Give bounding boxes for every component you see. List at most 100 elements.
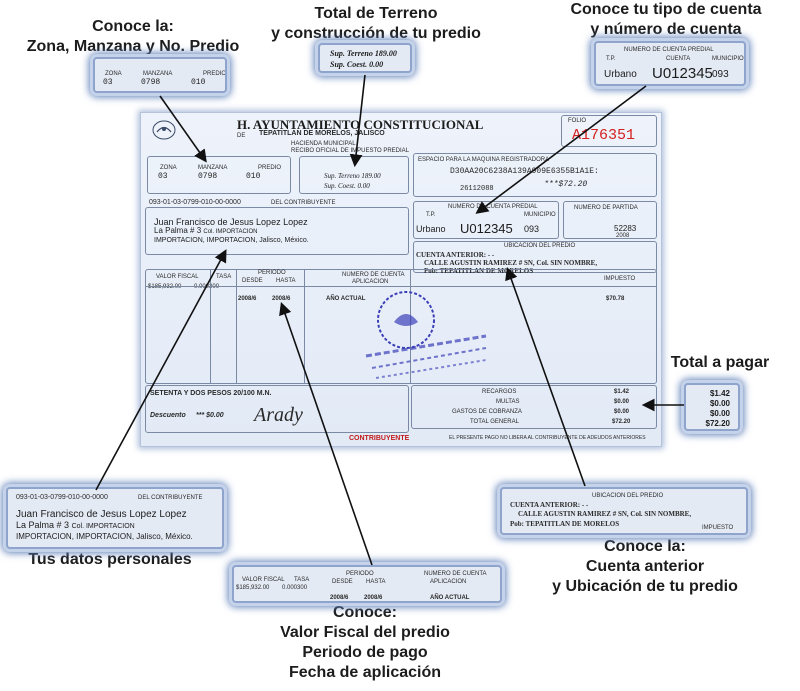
desde-value-r: 2008/6 — [238, 296, 257, 302]
contrib-label: DEL CONTRIBUYENTE — [138, 495, 203, 501]
valor-fiscal-r: $185,932.00 — [148, 284, 182, 290]
sup-const-r: Sup. Coest. 0.00 — [324, 182, 370, 190]
desde-label: DESDE — [332, 579, 353, 585]
vf-label-r: VALOR FISCAL — [156, 274, 199, 280]
impuesto-label-r: IMPUESTO — [604, 276, 636, 282]
municipio-label: MUNICIPIO — [712, 56, 744, 62]
cuenta-anterior-r: CUENTA ANTERIOR: - - — [416, 251, 495, 259]
zona-label-r: ZONA — [160, 165, 177, 171]
folio-label: FOLIO — [568, 118, 587, 124]
partida-year: 2008 — [616, 233, 630, 239]
tp-value: Urbano — [604, 69, 637, 80]
contrib-city: IMPORTACION, IMPORTACION, Jalisco, Méxic… — [16, 532, 193, 541]
partida-value: 52283 — [614, 224, 637, 233]
zoom-personales-box: 093-01-03-0799-010-00-0000 DEL CONTRIBUY… — [6, 487, 224, 549]
receipt-de: DE — [237, 133, 246, 139]
periodo-label: PERIODO — [346, 571, 374, 577]
municipio-label-r: MUNICIPIO — [524, 212, 556, 218]
seal-stamp — [336, 286, 496, 386]
zona-label: ZONA — [105, 71, 122, 77]
partida-label: NUMERO DE PARTIDA — [574, 205, 638, 211]
callout-zona-title: Conoce la:Zona, Manzana y No. Predio — [26, 18, 240, 55]
tp-label: T.P. — [606, 56, 616, 62]
impuesto-label-zoom: IMPUESTO — [702, 525, 734, 531]
desde-label-r: DESDE — [242, 278, 263, 284]
totals-box: RECARGOS MULTAS GASTOS DE COBRANZA TOTAL… — [411, 385, 657, 429]
predio-label-r: PREDIO — [258, 165, 282, 171]
manzana-value: 0798 — [141, 78, 161, 87]
zoom-cuenta-box: NUMERO DE CUENTA PREDIAL T.P. CUENTA MUN… — [594, 41, 746, 86]
folio-box: FOLIO A176351 — [561, 115, 657, 147]
partida-box: NUMERO DE PARTIDA 52283 2008 — [563, 201, 657, 239]
callout-personales-title: Tus datos personales — [28, 551, 192, 568]
zoom-multas: $0.00 — [709, 399, 730, 408]
zoom-gastos: $0.00 — [709, 409, 730, 418]
ncta-label-r: NUMERO DE CUENTA — [342, 272, 405, 278]
municipio-value-r: 093 — [524, 224, 540, 234]
impuesto-value: $70.78 — [606, 296, 625, 302]
multas-label: MULTAS — [496, 399, 520, 405]
zoom-total: $72.20 — [705, 419, 730, 428]
zoom-valor-box: VALOR FISCAL TASA PERIODO DESDE HASTA NU… — [232, 565, 502, 603]
descuento-label: Descuento — [150, 412, 186, 419]
contrib-street: La Palma # 3 Col. IMPORTACION — [16, 520, 135, 530]
contrib-street-r: La Palma # 3 Col. IMPORTACION — [154, 226, 258, 235]
tp-value-r: Urbano — [416, 224, 446, 234]
total-label: TOTAL GENERAL — [470, 419, 519, 425]
receipt-dept1: HACIENDA MUNICIPAL — [291, 141, 356, 147]
ubic-label-r: UBICACION DEL PREDIO — [504, 243, 576, 249]
machine-id: 26112088 — [460, 185, 494, 193]
contrib-city-r: IMPORTACION, IMPORTACION, Jalisco, Méxic… — [154, 237, 309, 244]
pob: Pob: TEPATITLAN DE MORELOS — [510, 520, 620, 528]
receipt-municipality: TEPATITLAN DE MORELOS, JALISCO — [259, 130, 385, 137]
zoom-total-box: $1.42 $0.00 $0.00 $72.20 — [684, 383, 740, 431]
tasa-value: 0.000300 — [282, 585, 308, 591]
folio-value: A176351 — [572, 127, 636, 144]
contrib-box: Juan Francisco de Jesus Lopez Lopez La P… — [145, 207, 409, 255]
pob-r: Pob: TEPATITLAN DE MORELOS — [424, 267, 534, 275]
calle-r: CALLE AGUSTIN RAMIREZ # SN, Col. SIN NOM… — [424, 259, 598, 267]
receipt: H. AYUNTAMIENTO CONSTITUCIONAL DE TEPATI… — [140, 112, 662, 447]
hasta-label: HASTA — [366, 579, 386, 585]
contrib-label-r: DEL CONTRIBUYENTE — [271, 200, 336, 206]
hasta-value-r: 2008/6 — [272, 296, 291, 302]
gastos-label: GASTOS DE COBRANZA — [452, 409, 522, 415]
total-value: $72.20 — [612, 419, 631, 425]
aplic-label: APLICACION — [430, 579, 467, 585]
aplicacion-value: AÑO ACTUAL — [430, 595, 470, 601]
periodo-label-r: PERIODO — [258, 270, 286, 276]
tp-label-r: T.P. — [426, 212, 436, 218]
contrib-name: Juan Francisco de Jesus Lopez Lopez — [16, 509, 187, 520]
predio-value-r: 010 — [246, 172, 261, 181]
zoom-ubicacion-box: UBICACION DEL PREDIO CUENTA ANTERIOR: - … — [500, 487, 748, 535]
descuento-value: *** $0.00 — [196, 412, 224, 419]
aplicacion-value-r: AÑO ACTUAL — [326, 296, 366, 302]
amount-box: SETENTA Y DOS PESOS 20/100 M.N. Descuent… — [145, 385, 409, 433]
contrib-name-r: Juan Francisco de Jesus Lopez Lopez — [154, 217, 308, 227]
recargos-value: $1.42 — [614, 389, 630, 395]
sup-terreno-r: Sup. Terreno 189.00 — [324, 172, 381, 180]
sup-const: Sup. Coest. 0.00 — [330, 60, 384, 69]
zona-value: 03 — [103, 78, 113, 87]
cuenta-value: U012345 — [652, 65, 713, 82]
zona-box: ZONA MANZANA PREDIO 03 0798 010 — [147, 156, 291, 194]
manzana-value-r: 0798 — [198, 172, 218, 181]
ncta-label: NUMERO DE CUENTA — [424, 571, 487, 577]
hasta-label-r: HASTA — [276, 278, 296, 284]
ubic-label: UBICACION DEL PREDIO — [592, 493, 664, 499]
vf-label: VALOR FISCAL — [242, 577, 285, 583]
hasta-value: 2008/6 — [364, 595, 383, 601]
contribuyente-label: CONTRIBUYENTE — [349, 435, 410, 442]
sup-terreno: Sup. Terreno 189.00 — [330, 49, 397, 58]
cuenta-label: CUENTA — [666, 56, 691, 62]
tasa-label: TASA — [294, 577, 310, 583]
zoom-zona-box: ZONA MANZANA PREDIO 03 0798 010 — [93, 57, 227, 93]
machine-box: ESPACIO PARA LA MAQUINA REGISTRADORA D30… — [413, 153, 657, 197]
coat-of-arms-icon — [151, 119, 177, 141]
signature: Arady — [254, 404, 303, 426]
recargos-label: RECARGOS — [482, 389, 517, 395]
